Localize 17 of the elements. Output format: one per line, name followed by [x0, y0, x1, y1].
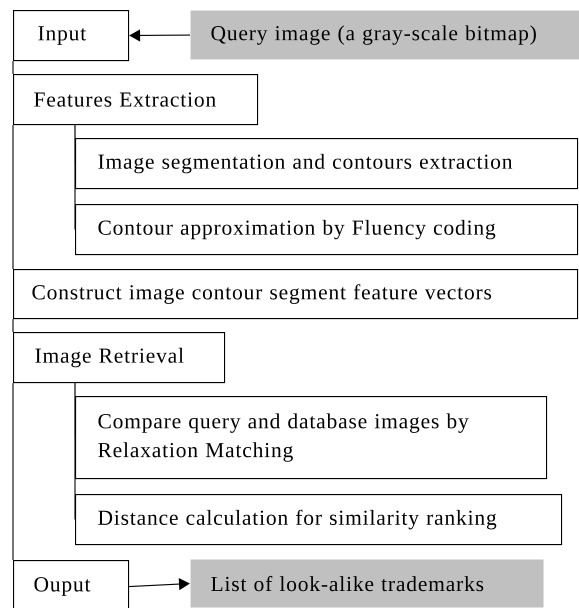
process-box: Contour approximation by Fluency coding: [75, 204, 578, 256]
trunk-line: [12, 319, 14, 332]
process-box: Image Retrieval: [13, 332, 226, 384]
shaded-box: Query image (a gray-scale bitmap): [190, 10, 579, 60]
process-box: Input: [13, 10, 130, 62]
branch-line: [74, 125, 76, 230]
trunk-line: [12, 125, 14, 269]
process-box: Features Extraction: [13, 74, 258, 126]
trunk-line: [12, 61, 14, 74]
process-box: Construct image contour segment feature vectors: [13, 269, 578, 320]
process-box: Image segmentation and contours extraction: [75, 138, 578, 190]
process-box: Ouput: [13, 560, 130, 608]
process-box: Distance calculation for similarity ranking: [75, 494, 562, 546]
trunk-line: [12, 383, 14, 560]
process-box: Compare query and database images by Relaxation Matching: [75, 396, 548, 480]
branch-line: [74, 383, 76, 520]
shaded-box: List of look-alike trademarks: [190, 560, 544, 608]
